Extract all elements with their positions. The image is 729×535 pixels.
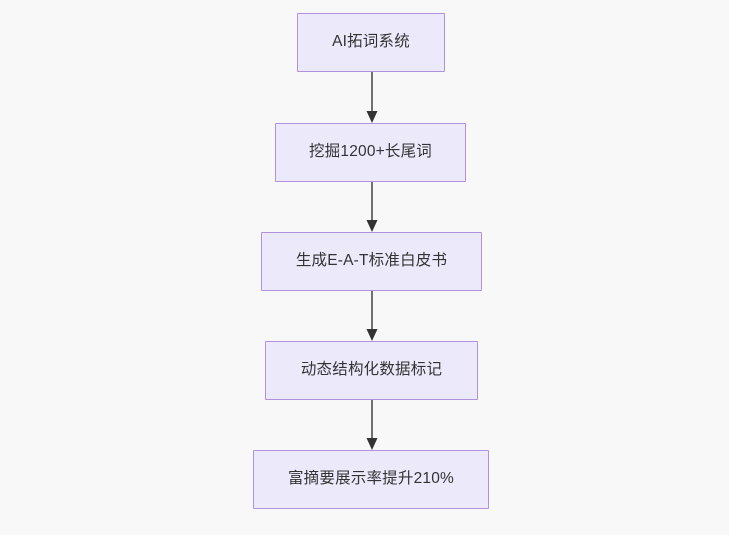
flowchart-node-ai-keyword-system[interactable]: AI拓词系统 [297, 13, 445, 72]
edge-arrow-icon [366, 398, 378, 450]
edge-arrow-icon [366, 289, 378, 341]
node-label: AI拓词系统 [332, 33, 410, 51]
node-label: 动态结构化数据标记 [300, 361, 443, 379]
flowchart-node-dynamic-structured-data-markup[interactable]: 动态结构化数据标记 [265, 341, 478, 400]
flowchart-node-rich-snippet-impression-lift[interactable]: 富摘要展示率提升210% [253, 450, 489, 509]
node-label: 挖掘1200+长尾词 [308, 143, 433, 161]
edge-n1-n2 [356, 70, 388, 125]
edge-n3-n4 [356, 289, 388, 343]
edge-arrow-icon [366, 180, 378, 232]
edge-n4-n5 [356, 398, 388, 452]
node-label: 生成E-A-T标准白皮书 [295, 252, 448, 270]
edge-n2-n3 [356, 180, 388, 234]
node-label: 富摘要展示率提升210% [287, 470, 455, 488]
flowchart-node-mine-longtail-keywords[interactable]: 挖掘1200+长尾词 [275, 123, 466, 182]
flowchart-node-generate-eat-whitepaper[interactable]: 生成E-A-T标准白皮书 [261, 232, 482, 291]
edge-arrow-icon [366, 70, 378, 123]
